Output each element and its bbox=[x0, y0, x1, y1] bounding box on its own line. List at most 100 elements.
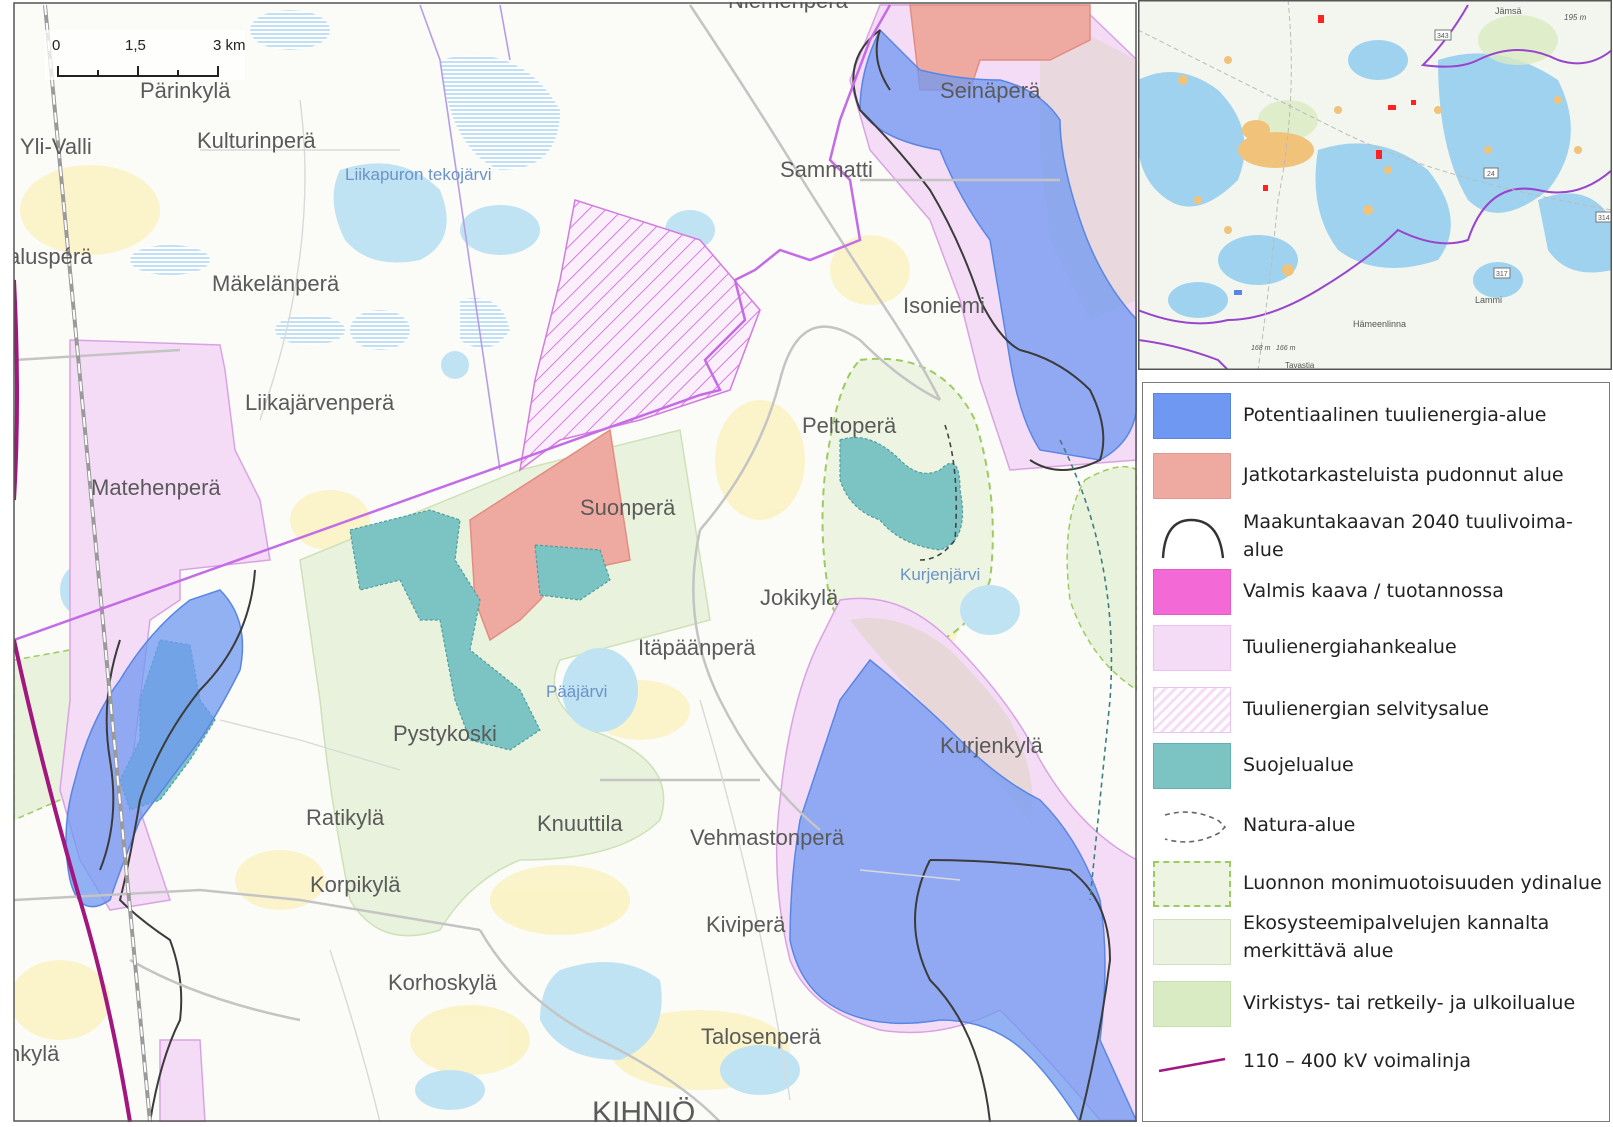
water-label: Liikapuron tekojärvi bbox=[345, 165, 491, 184]
inset-label: Jämsä bbox=[1495, 6, 1522, 16]
scale-bar-tick-label: 0 bbox=[52, 37, 60, 54]
place-label: nkylä bbox=[8, 1041, 60, 1066]
legend-item-completed-plan: Valmis kaava / tuotannossa bbox=[1143, 563, 1609, 619]
inset-settlements bbox=[1178, 56, 1582, 276]
legend-label: Valmis kaava / tuotannossa bbox=[1243, 580, 1504, 602]
inset-label: 24 bbox=[1487, 171, 1495, 178]
legend-swatch-blue bbox=[1153, 393, 1231, 439]
legend-item-natura: Natura-alue bbox=[1143, 797, 1609, 853]
power-lines bbox=[14, 279, 132, 1122]
legend-label: Luonnon monimuotoisuuden ydinalue bbox=[1243, 872, 1602, 894]
region-boundary bbox=[14, 4, 892, 642]
place-label: Niemenperä bbox=[728, 0, 849, 13]
inset-label: 317 bbox=[1496, 271, 1508, 278]
legend-item-wind-study: Tuulienergian selvitysalue bbox=[1143, 681, 1609, 737]
legend-swatch-green bbox=[1153, 981, 1231, 1027]
place-label: Talosenperä bbox=[701, 1024, 822, 1049]
municipality-label: KIHNIÖ bbox=[592, 1096, 695, 1122]
inset-labels: Jämsä 195 m 343 24 314 317 Lammi Hämeenl… bbox=[1251, 6, 1613, 370]
railway bbox=[43, 4, 152, 1122]
place-label: aluspérä bbox=[8, 244, 93, 269]
place-label: Ratikylä bbox=[306, 805, 385, 830]
legend-label: Ekosysteemipalvelujen kannalta merkittäv… bbox=[1243, 909, 1549, 965]
inset-label: Hämeenlinna bbox=[1353, 319, 1406, 329]
legend-swatch-dashed-outline bbox=[1164, 811, 1227, 843]
legend-label-line: Ekosysteemipalvelujen kannalta bbox=[1243, 912, 1550, 934]
inset-label: Tavastia bbox=[1285, 361, 1315, 370]
legend-label: Suojelualue bbox=[1243, 754, 1354, 776]
place-label: Jokikylä bbox=[760, 585, 839, 610]
legend-label: Tuulienergian selvitysalue bbox=[1243, 698, 1489, 720]
inset-wind-sites bbox=[1263, 15, 1416, 191]
main-map[interactable]: Pärinkylä Yli-Valli Kulturinperä Sammatt… bbox=[0, 0, 1137, 1122]
natura-outline bbox=[919, 424, 958, 561]
main-map-canvas: Pärinkylä Yli-Valli Kulturinperä Sammatt… bbox=[8, 0, 1137, 1122]
legend-label: Virkistys- tai retkeily- ja ulkoilualue bbox=[1243, 992, 1576, 1014]
potential-wind-areas bbox=[65, 28, 1137, 1122]
legend-swatch-purple-line bbox=[1158, 1057, 1226, 1073]
place-label: Korhoskylä bbox=[388, 970, 498, 995]
place-label: Kiviperä bbox=[706, 912, 786, 937]
inset-region-boundary bbox=[1137, 4, 1613, 371]
place-labels: Pärinkylä Yli-Valli Kulturinperä Sammatt… bbox=[8, 0, 1043, 1122]
legend-swatch-salmon bbox=[1153, 453, 1231, 499]
inset-label: 195 m bbox=[1564, 13, 1587, 22]
place-label: Korpikylä bbox=[310, 872, 401, 897]
legend-label: Jatkotarkasteluista pudonnut alue bbox=[1243, 464, 1564, 486]
legend-label: Potentiaalinen tuulienergia-alue bbox=[1243, 404, 1547, 426]
place-label: Suonperä bbox=[580, 495, 676, 520]
place-label: Sammatti bbox=[780, 157, 873, 182]
legend-swatch-arc-outline bbox=[1161, 518, 1225, 559]
dropped-area-1 bbox=[469, 428, 631, 642]
inset-map-canvas: Jämsä 195 m 343 24 314 317 Lammi Hämeenl… bbox=[1137, 0, 1613, 371]
inset-blue-site bbox=[1234, 290, 1242, 295]
legend-label: Maakuntakaavan 2040 tuulivoima-alue bbox=[1243, 511, 1573, 561]
water-labels: Liikapuron tekojärvi Kurjenjärvi Pääjärv… bbox=[345, 165, 980, 701]
legend-label: 110 – 400 kV voimalinja bbox=[1243, 1050, 1472, 1072]
inset-lakes bbox=[1138, 40, 1612, 318]
place-label: Kurjenkylä bbox=[940, 733, 1043, 758]
legend-item-wind-project: Tuulienergiahankealue bbox=[1143, 619, 1609, 675]
place-label: Kulturinperä bbox=[197, 128, 316, 153]
place-label: Seinäperä bbox=[940, 78, 1041, 103]
scale-bar-tick-label: 1,5 bbox=[125, 37, 146, 54]
place-label: Liikajärvenperä bbox=[245, 390, 395, 415]
legend: Potentiaalinen tuulienergia-alue Jatkota… bbox=[1142, 382, 1610, 1122]
place-label: Peltoperä bbox=[802, 413, 897, 438]
place-label: Vehmastonperä bbox=[690, 825, 845, 850]
place-label: Isoniemi bbox=[903, 293, 985, 318]
regional-plan-wind-outlines bbox=[99, 29, 1112, 1122]
inset-roads bbox=[1137, 0, 1613, 371]
place-label: Yli-Valli bbox=[20, 134, 92, 159]
place-label: Mäkelänperä bbox=[212, 271, 340, 296]
legend-swatch-teal bbox=[1153, 743, 1231, 789]
legend-label-line: merkittävä alue bbox=[1243, 940, 1394, 962]
water-label: Kurjenjärvi bbox=[900, 565, 980, 584]
inset-label: 314 bbox=[1598, 215, 1610, 222]
scale-bar: 0 1,5 3 km bbox=[45, 30, 246, 80]
legend-swatch-green-dashed bbox=[1153, 861, 1231, 907]
legend-item-ecosystem-services: Ekosysteemipalvelujen kannalta merkittäv… bbox=[1143, 912, 1609, 969]
inset-map[interactable]: Jämsä 195 m 343 24 314 317 Lammi Hämeenl… bbox=[1137, 0, 1613, 371]
wetlands bbox=[130, 10, 560, 350]
legend-label: Tuulienergiahankealue bbox=[1243, 636, 1457, 658]
legend-label: Natura-alue bbox=[1243, 814, 1356, 836]
place-label: Pärinkylä bbox=[140, 78, 231, 103]
legend-item-power-line: 110 – 400 kV voimalinja bbox=[1143, 1033, 1609, 1089]
legend-item-protected-area: Suojelualue bbox=[1143, 737, 1609, 793]
ecosystem-service-area-right bbox=[1066, 465, 1137, 691]
inset-label: 168 m bbox=[1251, 345, 1271, 352]
place-label: Knuuttila bbox=[537, 811, 623, 836]
scale-bar-tick-label: 3 km bbox=[213, 37, 246, 54]
inset-label: Lammi bbox=[1475, 295, 1502, 305]
inset-label: 343 bbox=[1437, 33, 1449, 40]
place-label: Pystykoski bbox=[393, 721, 497, 746]
legend-item-regional-plan: Maakuntakaavan 2040 tuulivoima-alue bbox=[1143, 508, 1609, 564]
legend-item-potential-wind: Potentiaalinen tuulienergia-alue bbox=[1143, 387, 1609, 443]
legend-swatch-hatched bbox=[1153, 687, 1231, 733]
legend-swatch-magenta bbox=[1153, 569, 1231, 615]
municipal-boundaries bbox=[419, 4, 511, 471]
legend-item-biodiversity-core: Luonnon monimuotoisuuden ydinalue bbox=[1143, 855, 1609, 911]
map-frame bbox=[13, 2, 1137, 1122]
legend-swatch-light-pink bbox=[1153, 625, 1231, 671]
